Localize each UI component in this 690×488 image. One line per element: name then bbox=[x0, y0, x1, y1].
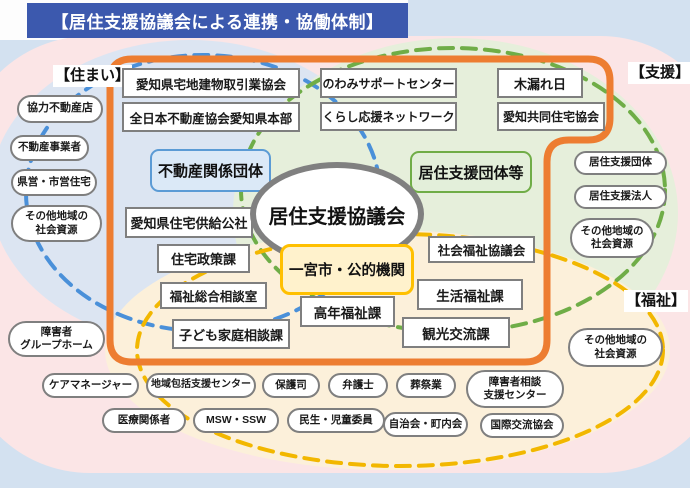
pill-iryo-kankeisha: 医療関係者 bbox=[102, 408, 186, 433]
pill-sosaigyo: 葬祭業 bbox=[396, 373, 456, 398]
pill-sonota-right-welfare: その他地域の 社会資源 bbox=[568, 328, 663, 367]
pill-hogoshi: 保護司 bbox=[262, 373, 320, 398]
org-box-kosha: 愛知県住宅供給公社 bbox=[125, 207, 253, 238]
page-title: 【居住支援協議会による連携・協働体制】 bbox=[27, 3, 408, 38]
category-box-realestate: 不動産関係団体 bbox=[150, 149, 271, 192]
zone-label-housing: 【住まい】 bbox=[53, 65, 133, 87]
org-box-kyodo: 愛知共同住宅協会 bbox=[497, 102, 605, 131]
pill-shogaisha-grouphome: 障害者 グループホーム bbox=[8, 321, 105, 357]
pill-fudosan-jigyosha: 不動産事業者 bbox=[10, 135, 89, 161]
council-orange-frame bbox=[106, 55, 614, 366]
pill-kenei-jutaku: 県営・市営住宅 bbox=[11, 169, 97, 196]
org-box-komorebi: 木漏れ日 bbox=[497, 68, 583, 98]
pill-minsei-jido: 民生・児童委員 bbox=[287, 408, 385, 433]
city-public-box: 一宮市・公的機関 bbox=[280, 244, 414, 295]
category-box-support: 居住支援団体等 bbox=[410, 151, 532, 193]
zone-label-support: 【支援】 bbox=[628, 62, 690, 84]
org-box-kurashi: くらし応援ネットワーク bbox=[320, 102, 457, 131]
org-box-konen: 高年福祉課 bbox=[300, 296, 395, 327]
pill-kyoju-hojin: 居住支援法人 bbox=[574, 185, 667, 209]
org-box-kodomo: 子ども家庭相談課 bbox=[172, 319, 290, 349]
pill-shogaisha-sodan: 障害者相談 支援センター bbox=[466, 370, 564, 408]
org-box-zennichi: 全日本不動産協会愛知県本部 bbox=[122, 102, 300, 132]
org-box-fukushi-sogo: 福祉総合相談室 bbox=[160, 282, 267, 309]
org-box-jutaku: 住宅政策課 bbox=[157, 244, 250, 273]
pill-sonota-left: その他地域の 社会資源 bbox=[11, 205, 102, 242]
org-box-nowami: のわみサポートセンター bbox=[320, 68, 457, 98]
pill-bengoshi: 弁護士 bbox=[328, 373, 388, 398]
pill-jichikai: 自治会・町内会 bbox=[383, 412, 468, 437]
pill-chiiki-hokatsu: 地域包括支援センター bbox=[146, 373, 256, 398]
zone-label-welfare: 【福祉】 bbox=[624, 290, 689, 312]
org-box-takken: 愛知県宅地建物取引業協会 bbox=[122, 68, 300, 98]
pill-kyoju-dantai: 居住支援団体 bbox=[574, 151, 667, 175]
pill-msw-ssw: MSW・SSW bbox=[193, 408, 279, 433]
pill-care-manager: ケアマネージャー bbox=[42, 373, 139, 398]
pill-kyoryoku-fudosan: 協力不動産店 bbox=[17, 95, 103, 123]
org-box-shakyo: 社会福祉協議会 bbox=[428, 236, 535, 263]
org-box-kanko: 観光交流課 bbox=[402, 317, 510, 348]
pill-kokusai-koryu: 国際交流協会 bbox=[480, 413, 564, 438]
pill-sonota-right-support: その他地域の 社会資源 bbox=[570, 218, 654, 258]
org-box-seikatsu: 生活福祉課 bbox=[417, 279, 523, 310]
